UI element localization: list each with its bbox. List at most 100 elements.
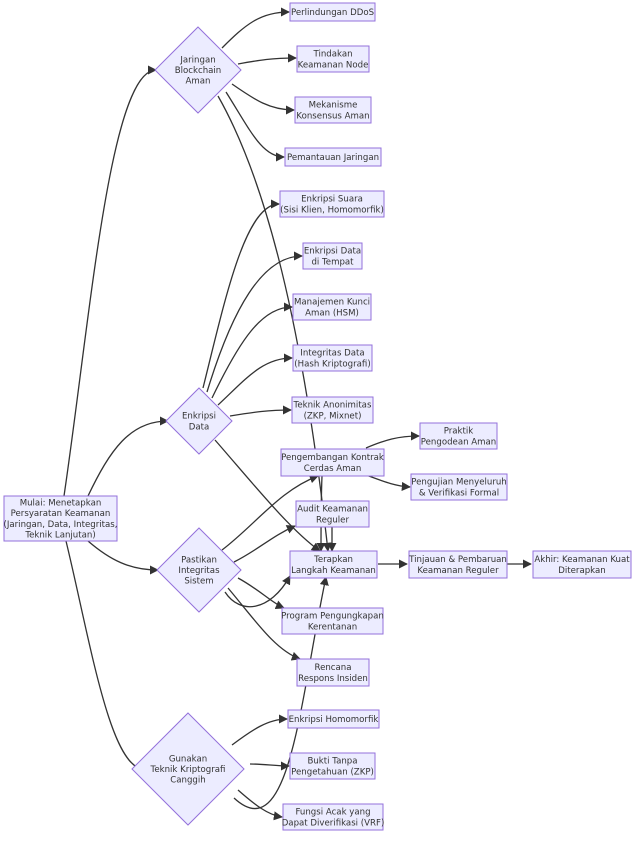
edge-integrity-smart — [221, 474, 319, 551]
edge-network-consensus — [231, 83, 295, 115]
edge-integrity-audit — [233, 525, 296, 563]
node-keys-label-line: Aman (HSM) — [305, 308, 359, 318]
node-consensus-label-line: Mekanisme — [309, 101, 358, 111]
node-coding-label-line: Pengodean Aman — [421, 437, 496, 447]
node-crypto-diamond — [131, 712, 245, 826]
node-anon-box — [291, 396, 374, 424]
edge-crypto-zkp — [249, 761, 290, 771]
node-bounty-label-line: Program Pengungkapan — [281, 612, 384, 622]
edge-network-ddos — [221, 7, 290, 49]
node-anon-label-line: (ZKP, Mixnet) — [304, 411, 362, 421]
node-audit-label-line: Reguler — [316, 515, 349, 525]
edge-network-nodesec — [237, 53, 297, 65]
node-consensus-box — [294, 96, 372, 124]
edge-integrity-apply — [224, 575, 291, 608]
node-voice-label-line: (Sisi Klien, Homomorfik) — [280, 205, 384, 215]
node-ddos: Perlindungan DDoS — [289, 2, 376, 22]
edges — [63, 7, 532, 821]
node-start-label-line: (Jaringan, Data, Integritas, — [4, 520, 118, 530]
node-crypto-label-line: Teknik Kriptografi — [150, 765, 226, 775]
node-monitor-box — [284, 147, 382, 167]
node-encrypt-diamond — [165, 387, 233, 455]
node-apply-box — [289, 550, 378, 579]
edge-start-integrity — [87, 540, 159, 575]
node-bounty-label-line: Kerentanan — [308, 622, 357, 632]
node-smart-label-line: Cerdas Aman — [304, 464, 362, 474]
node-incident-box — [296, 658, 370, 687]
node-review-label-line: Keamanan Reguler — [417, 566, 499, 576]
node-end-box — [532, 550, 632, 579]
node-rest-box — [302, 242, 363, 270]
node-smart-label-line: Pengembangan Kontrak — [281, 453, 384, 463]
node-review-box — [408, 550, 508, 579]
node-integrity-diamond — [156, 527, 242, 613]
node-audit-label-line: Audit Keamanan — [297, 505, 368, 515]
node-homo: Enkripsi Homomorfik — [287, 709, 380, 729]
node-incident-label-line: Rencana — [314, 663, 351, 673]
node-zkp-box — [289, 752, 376, 780]
node-nodesec-box — [296, 45, 370, 73]
node-crypto-label-line: Canggih — [170, 776, 205, 786]
node-rest-label-line: Enkripsi Data — [304, 247, 361, 257]
edge-crypto-vrf — [237, 789, 283, 821]
node-coding-label-line: Praktik — [444, 427, 474, 437]
node-start-label-line: Mulai: Menetapkan — [20, 499, 102, 509]
edge-encrypt-hash — [217, 353, 293, 406]
node-start-label-line: Teknik Lanjutan) — [24, 530, 95, 540]
node-integrity-label-line: Pastikan — [181, 555, 217, 565]
node-start-box — [3, 495, 118, 542]
node-start-label-line: Persyaratan Keamanan — [11, 509, 111, 519]
edge-crypto-homo — [231, 714, 288, 746]
edge-network-monitor — [225, 91, 285, 162]
node-encrypt-label-line: Data — [189, 422, 210, 432]
node-incident-label-line: Respons Insiden — [298, 674, 368, 684]
node-voice: Enkripsi Suara(Sisi Klien, Homomorfik) — [279, 190, 385, 218]
node-smart-box — [280, 448, 385, 477]
edge-encrypt-anon — [229, 405, 292, 417]
node-integrity-label-line: Integritas — [178, 566, 220, 576]
node-hash-box — [292, 344, 373, 372]
node-review-label-line: Tinjauan & Pembaruan — [408, 555, 507, 565]
edge-smart-coding — [365, 431, 420, 449]
node-network-label-line: Blockchain — [175, 66, 222, 76]
node-keys-box — [292, 293, 372, 321]
node-hash-label-line: (Hash Kriptografi) — [294, 359, 370, 369]
node-vrf-box — [282, 803, 384, 831]
node-voice-box — [279, 190, 385, 218]
node-keys-label-line: Manajemen Kunci — [294, 298, 370, 308]
node-network-diamond — [154, 26, 242, 114]
node-nodesec-label-line: Tindakan — [312, 50, 352, 60]
node-zkp-label-line: Bukti Tanpa — [307, 757, 357, 767]
node-end-label-line: Akhir: Keamanan Kuat — [534, 555, 630, 565]
node-coding-box — [419, 422, 498, 450]
node-vrf-label-line: Dapat Diverifikasi (VRF) — [282, 818, 385, 828]
edge-start-network — [63, 65, 157, 497]
node-vrf-label-line: Fungsi Acak yang — [295, 808, 370, 818]
edge-start-encrypt — [87, 416, 169, 497]
node-voice-label-line: Enkripsi Suara — [301, 195, 363, 205]
node-anon-label-line: Teknik Anonimitas — [293, 401, 372, 411]
node-anon: Teknik Anonimitas(ZKP, Mixnet) — [291, 396, 374, 424]
node-encrypt-label-line: Enkripsi — [182, 412, 216, 422]
edge-encrypt-keys — [211, 302, 293, 399]
node-nodesec-label-line: Keamanan Node — [298, 60, 369, 70]
node-formal-label-line: Pengujian Menyeluruh — [411, 478, 507, 488]
node-apply-label-line: Terapkan — [313, 555, 353, 565]
edge-integrity-incident — [227, 587, 301, 661]
node-formal: Pengujian Menyeluruh& Verifikasi Formal — [410, 473, 508, 501]
